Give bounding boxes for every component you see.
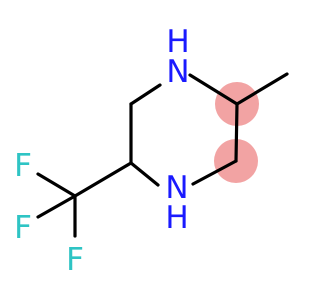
molecule-diagram: H N N H F F F (14, 24, 289, 278)
atom-n4-hydrogen-label: H (165, 200, 188, 236)
atom-n4-label: N (165, 170, 188, 206)
atom-n1: H N (166, 24, 189, 90)
atom-f1-label: F (14, 148, 32, 184)
bond-cf3-f1 (36, 172, 77, 198)
atom-n1-hydrogen-label: H (166, 24, 189, 60)
bond-cf3-f2 (36, 194, 77, 219)
bond-n4-c5 (129, 161, 160, 187)
atom-n1-label: N (166, 54, 189, 90)
atom-f2-label: F (14, 210, 32, 246)
bond-n1-c2 (188, 73, 239, 106)
bond-c3-n4 (191, 159, 238, 186)
atom-n4: N H (165, 170, 188, 236)
bond-c5-cf3 (73, 161, 133, 198)
atom-f3-label: F (66, 242, 84, 278)
bond-c2-c3 (234, 102, 239, 163)
bond-c2-methyl (235, 72, 289, 106)
bond-c6-n1 (129, 83, 162, 106)
